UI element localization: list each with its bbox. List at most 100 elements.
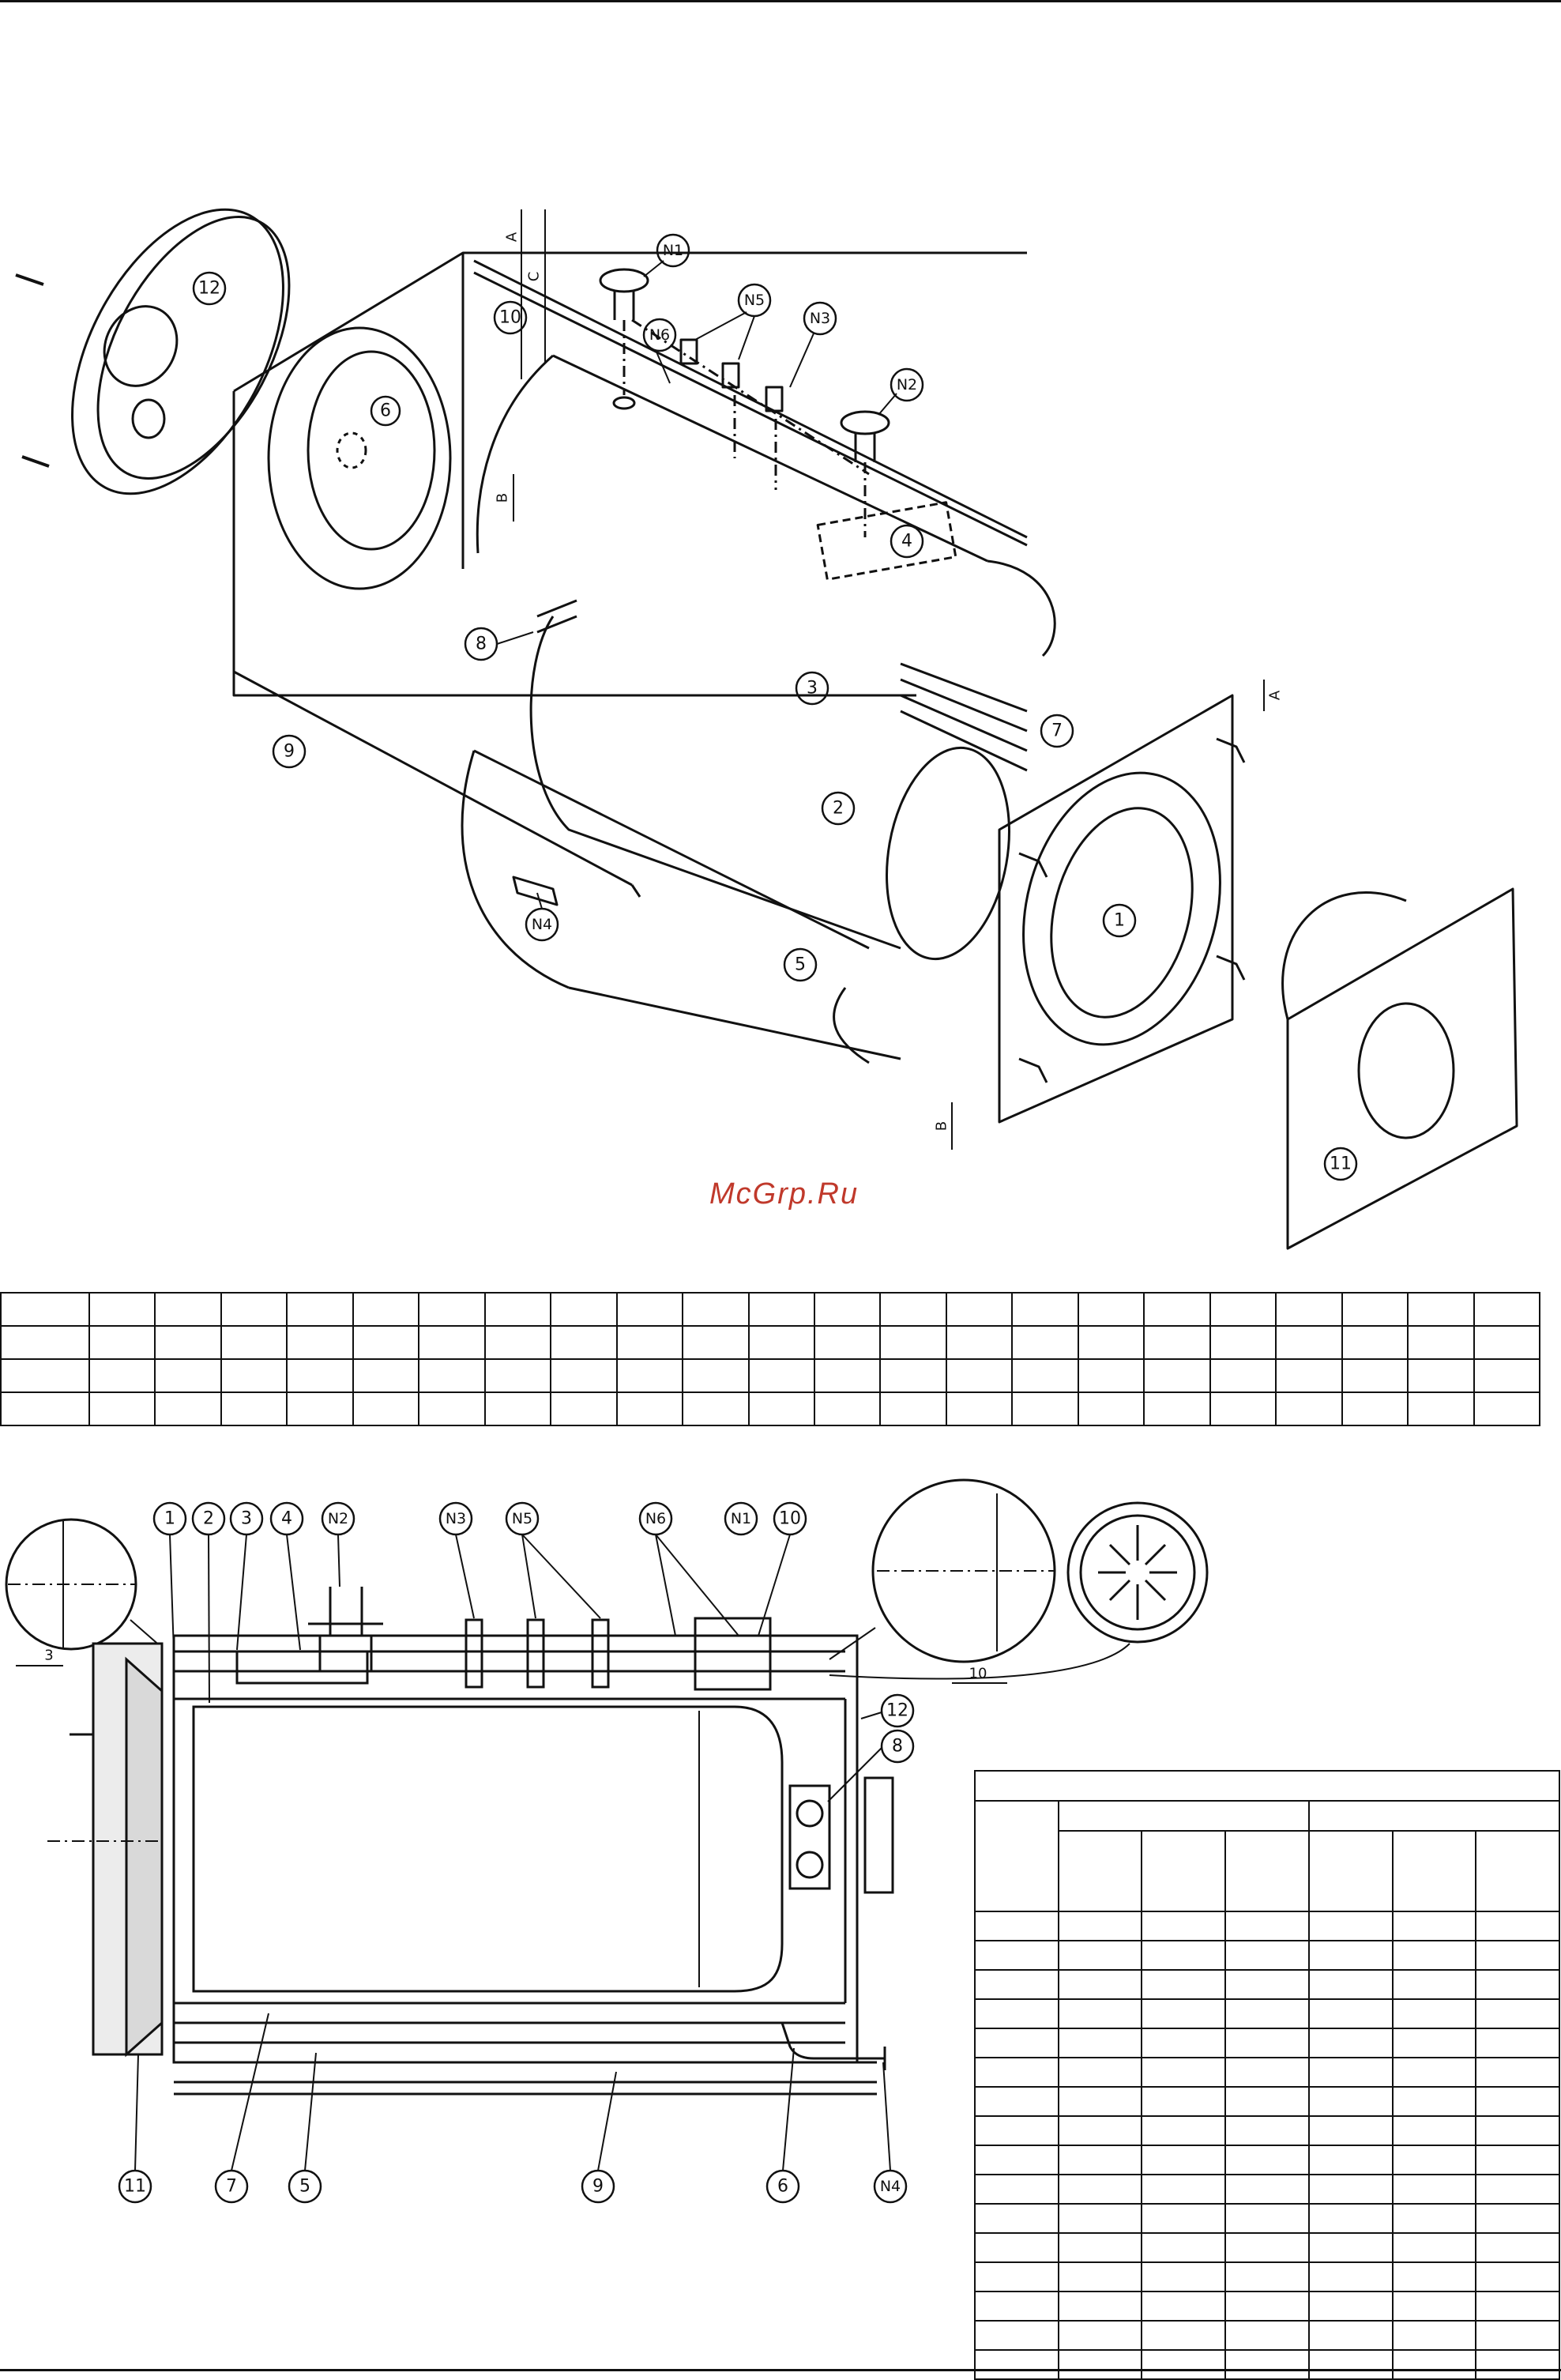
table-cell — [945, 1391, 1014, 1426]
table-cell — [418, 1292, 486, 1327]
table-cell — [1407, 1358, 1475, 1393]
callout-n2: N2 — [328, 1510, 348, 1527]
table-cell — [1475, 2320, 1560, 2351]
table-header-cell — [1307, 1800, 1561, 1832]
table-header-cell — [1224, 1830, 1310, 1912]
table-cell — [1391, 1998, 1477, 2029]
table-cell — [1141, 2174, 1227, 2205]
table-row — [974, 2203, 1560, 2234]
table-cell — [1224, 2320, 1310, 2351]
table-cell — [1407, 1325, 1475, 1360]
table-header-cell — [1057, 1830, 1143, 1912]
table-header-cell — [1307, 1830, 1394, 1912]
table-cell — [974, 2115, 1059, 2146]
callout-n2: N2 — [897, 376, 917, 394]
callout-4: 4 — [901, 532, 912, 552]
table-cell — [813, 1358, 882, 1393]
table-header-cell — [1141, 1830, 1227, 1912]
callout-n5: N5 — [512, 1510, 532, 1527]
table-cell — [88, 1325, 156, 1360]
dimension-lines — [513, 209, 1265, 1150]
table-cell — [1141, 2320, 1227, 2351]
table-cell — [1057, 1940, 1143, 1971]
table-cell — [1141, 2028, 1227, 2058]
callout-n4: N4 — [880, 2178, 901, 2195]
callout-7: 7 — [226, 2177, 237, 2197]
table-cell — [1475, 2086, 1560, 2117]
section-casing — [172, 1634, 877, 2096]
table-cell — [1057, 2174, 1143, 2205]
table-cell — [0, 1358, 90, 1393]
table-cell — [1473, 1292, 1541, 1327]
callout-n1: N1 — [731, 1510, 751, 1527]
table-cell — [1341, 1292, 1409, 1327]
table-cell — [1475, 1911, 1560, 1941]
callout-11: 11 — [124, 2177, 146, 2197]
table-header-cell — [1391, 1830, 1477, 1912]
table-row — [974, 2349, 1560, 2380]
table-cell — [1224, 1940, 1310, 1971]
table-cell — [1275, 1358, 1343, 1393]
table-cell — [352, 1325, 420, 1360]
table-cell — [974, 1998, 1059, 2029]
callout-2: 2 — [833, 799, 844, 819]
table-cell — [1057, 2349, 1143, 2380]
table-cell — [418, 1391, 486, 1426]
table-cell — [1475, 2349, 1560, 2380]
table-cell — [974, 2086, 1059, 2117]
top-rule — [0, 0, 1561, 2]
callout-n6: N6 — [649, 326, 670, 344]
casing-frame — [232, 251, 1028, 950]
callout-leaders — [496, 260, 897, 909]
table-cell — [483, 1325, 552, 1360]
table-cell — [1307, 2057, 1394, 2088]
callout-8: 8 — [476, 635, 487, 654]
table-cell — [974, 2203, 1059, 2234]
callout-n5: N5 — [744, 292, 765, 309]
table-cell — [1391, 2349, 1477, 2380]
table-header-cell — [974, 1800, 1059, 1912]
table-cell — [1307, 1940, 1394, 1971]
section-nozzles — [235, 1587, 772, 1691]
table-cell — [550, 1358, 618, 1393]
table-cell — [1307, 2349, 1394, 2380]
table-row — [974, 2261, 1560, 2292]
table-cell — [879, 1292, 947, 1327]
table-row — [974, 2145, 1560, 2175]
table-cell — [1224, 2115, 1310, 2146]
table-header-cell — [1475, 1830, 1560, 1912]
table-cell — [1224, 2086, 1310, 2117]
table-cell — [974, 2261, 1059, 2292]
table-cell — [550, 1325, 618, 1360]
casing-flange-6 — [267, 326, 452, 590]
table-cell — [974, 2174, 1059, 2205]
table-cell — [1307, 2232, 1394, 2263]
table-cell — [1057, 2261, 1143, 2292]
table-row — [974, 1940, 1560, 1971]
table-cell — [286, 1391, 354, 1426]
table-cell — [550, 1292, 618, 1327]
table-cell — [1307, 2145, 1394, 2175]
pipe-8 — [536, 599, 577, 634]
table-cell — [1057, 2086, 1143, 2117]
section-callout-circles — [118, 1501, 915, 2204]
callout-6: 6 — [380, 401, 391, 421]
table-cell — [1141, 2261, 1227, 2292]
turbulator-detail-icon — [829, 1501, 1209, 1680]
table-cell — [1391, 1940, 1477, 1971]
table-cell — [154, 1391, 222, 1426]
table-cell — [1224, 1911, 1310, 1941]
table-cell — [1391, 2320, 1477, 2351]
table-cell — [1275, 1292, 1343, 1327]
table-cell — [1475, 1969, 1560, 2000]
table-cell — [682, 1358, 750, 1393]
dim-c-top: C — [526, 272, 543, 282]
table-cell — [1475, 2232, 1560, 2263]
table-row — [974, 2320, 1560, 2351]
table-cell — [1141, 1940, 1227, 1971]
table-cell — [1057, 2057, 1143, 2088]
table-cell — [879, 1325, 947, 1360]
table-cell — [1141, 2232, 1227, 2263]
table-row — [974, 1770, 1560, 1802]
table-cell — [1341, 1325, 1409, 1360]
